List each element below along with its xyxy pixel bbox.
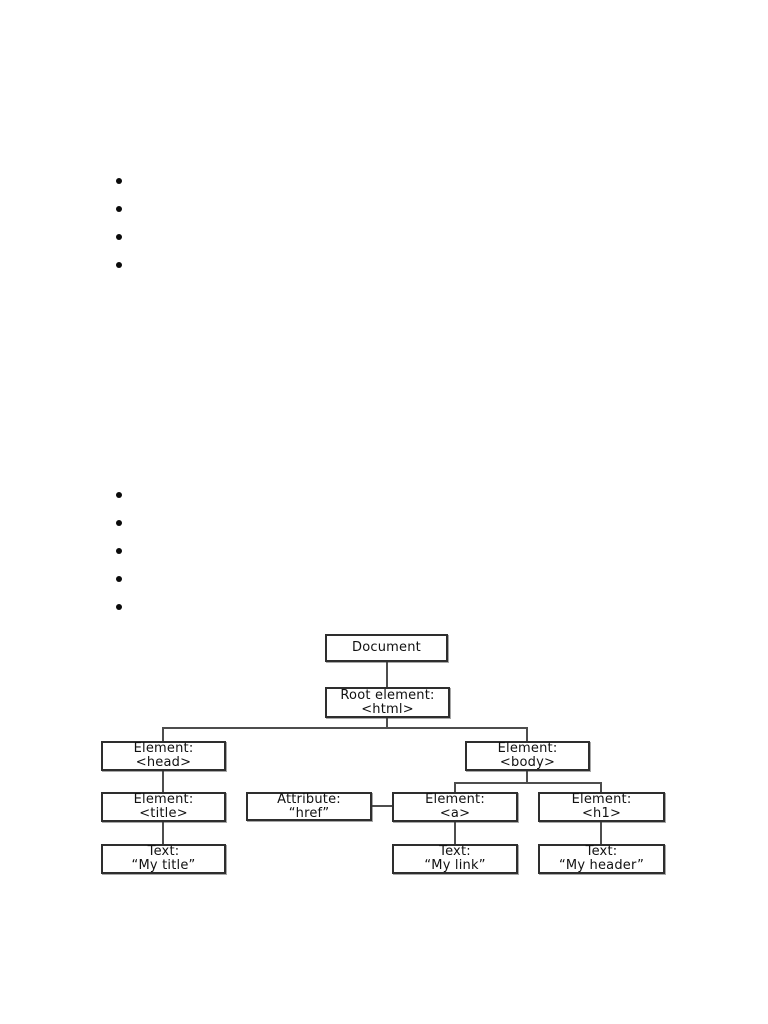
node-label-line2: “My title” (131, 858, 196, 873)
list-item (116, 262, 132, 290)
bullet-icon (116, 604, 122, 610)
bullet-list-bottom (116, 492, 132, 632)
list-item (116, 492, 132, 520)
node-label-line1: Element: (425, 792, 485, 807)
list-item (116, 576, 132, 604)
edge-document-root (386, 661, 388, 688)
bullet-list-top (116, 178, 132, 290)
bullet-icon (116, 548, 122, 554)
edge-attr-a (372, 805, 392, 807)
edge-title-text (162, 822, 164, 844)
node-attribute-href: Attribute: “href” (246, 792, 372, 821)
edge-bus-h1 (600, 782, 602, 792)
node-text-my-title: Text: “My title” (101, 844, 226, 874)
bullet-icon (116, 492, 122, 498)
list-item (116, 206, 132, 234)
edge-bus-a (454, 782, 456, 792)
node-text-my-link: Text: “My link” (392, 844, 518, 874)
list-item (116, 520, 132, 548)
edge-h1-text (600, 822, 602, 844)
node-label: Document (352, 640, 421, 655)
list-item (116, 178, 132, 206)
bullet-icon (116, 262, 122, 268)
edge-bus-head-body (162, 727, 528, 729)
list-item (116, 548, 132, 576)
node-label-line1: Text: (585, 844, 618, 859)
node-label-line2: <body> (499, 755, 556, 770)
node-label-line2: <title> (139, 806, 188, 821)
node-root-element: Root element: <html> (325, 687, 450, 718)
node-label-line1: Element: (133, 792, 194, 807)
node-label-line1: Text: (147, 844, 180, 859)
edge-bus-body (526, 727, 528, 742)
list-item (116, 234, 132, 262)
node-element-h1: Element: <h1> (538, 792, 665, 822)
edge-body-bus (526, 771, 528, 783)
edge-root-bus (386, 717, 388, 729)
node-label-line1: Root element: (340, 687, 435, 703)
node-element-a: Element: <a> (392, 792, 518, 822)
bullet-icon (116, 576, 122, 582)
node-label-line2: <html> (361, 701, 414, 717)
bullet-icon (116, 520, 122, 526)
node-document: Document (325, 634, 448, 662)
bullet-icon (116, 178, 122, 184)
node-label-line1: Element: (497, 741, 558, 756)
node-label-line1: Element: (133, 741, 194, 756)
node-element-title: Element: <title> (101, 792, 226, 822)
node-element-body: Element: <body> (465, 741, 590, 771)
node-label-line1: Attribute: (277, 791, 341, 807)
edge-bus-head (162, 727, 164, 742)
node-label-line2: “href” (288, 805, 330, 821)
node-label-line2: “My header” (558, 858, 645, 873)
node-element-head: Element: <head> (101, 741, 226, 771)
node-label-line2: <h1> (581, 806, 622, 821)
node-label-line2: <a> (439, 806, 471, 821)
node-label-line2: <head> (135, 755, 192, 770)
node-text-my-header: Text: “My header” (538, 844, 665, 874)
edge-a-text (454, 822, 456, 844)
node-label-line1: Element: (571, 792, 632, 807)
bullet-icon (116, 206, 122, 212)
node-label-line1: Text: (439, 844, 471, 859)
node-label-line2: “My link” (424, 858, 486, 873)
edge-bus-a-h1 (454, 782, 602, 784)
edge-head-title (162, 771, 164, 792)
list-item (116, 604, 132, 632)
bullet-icon (116, 234, 122, 240)
